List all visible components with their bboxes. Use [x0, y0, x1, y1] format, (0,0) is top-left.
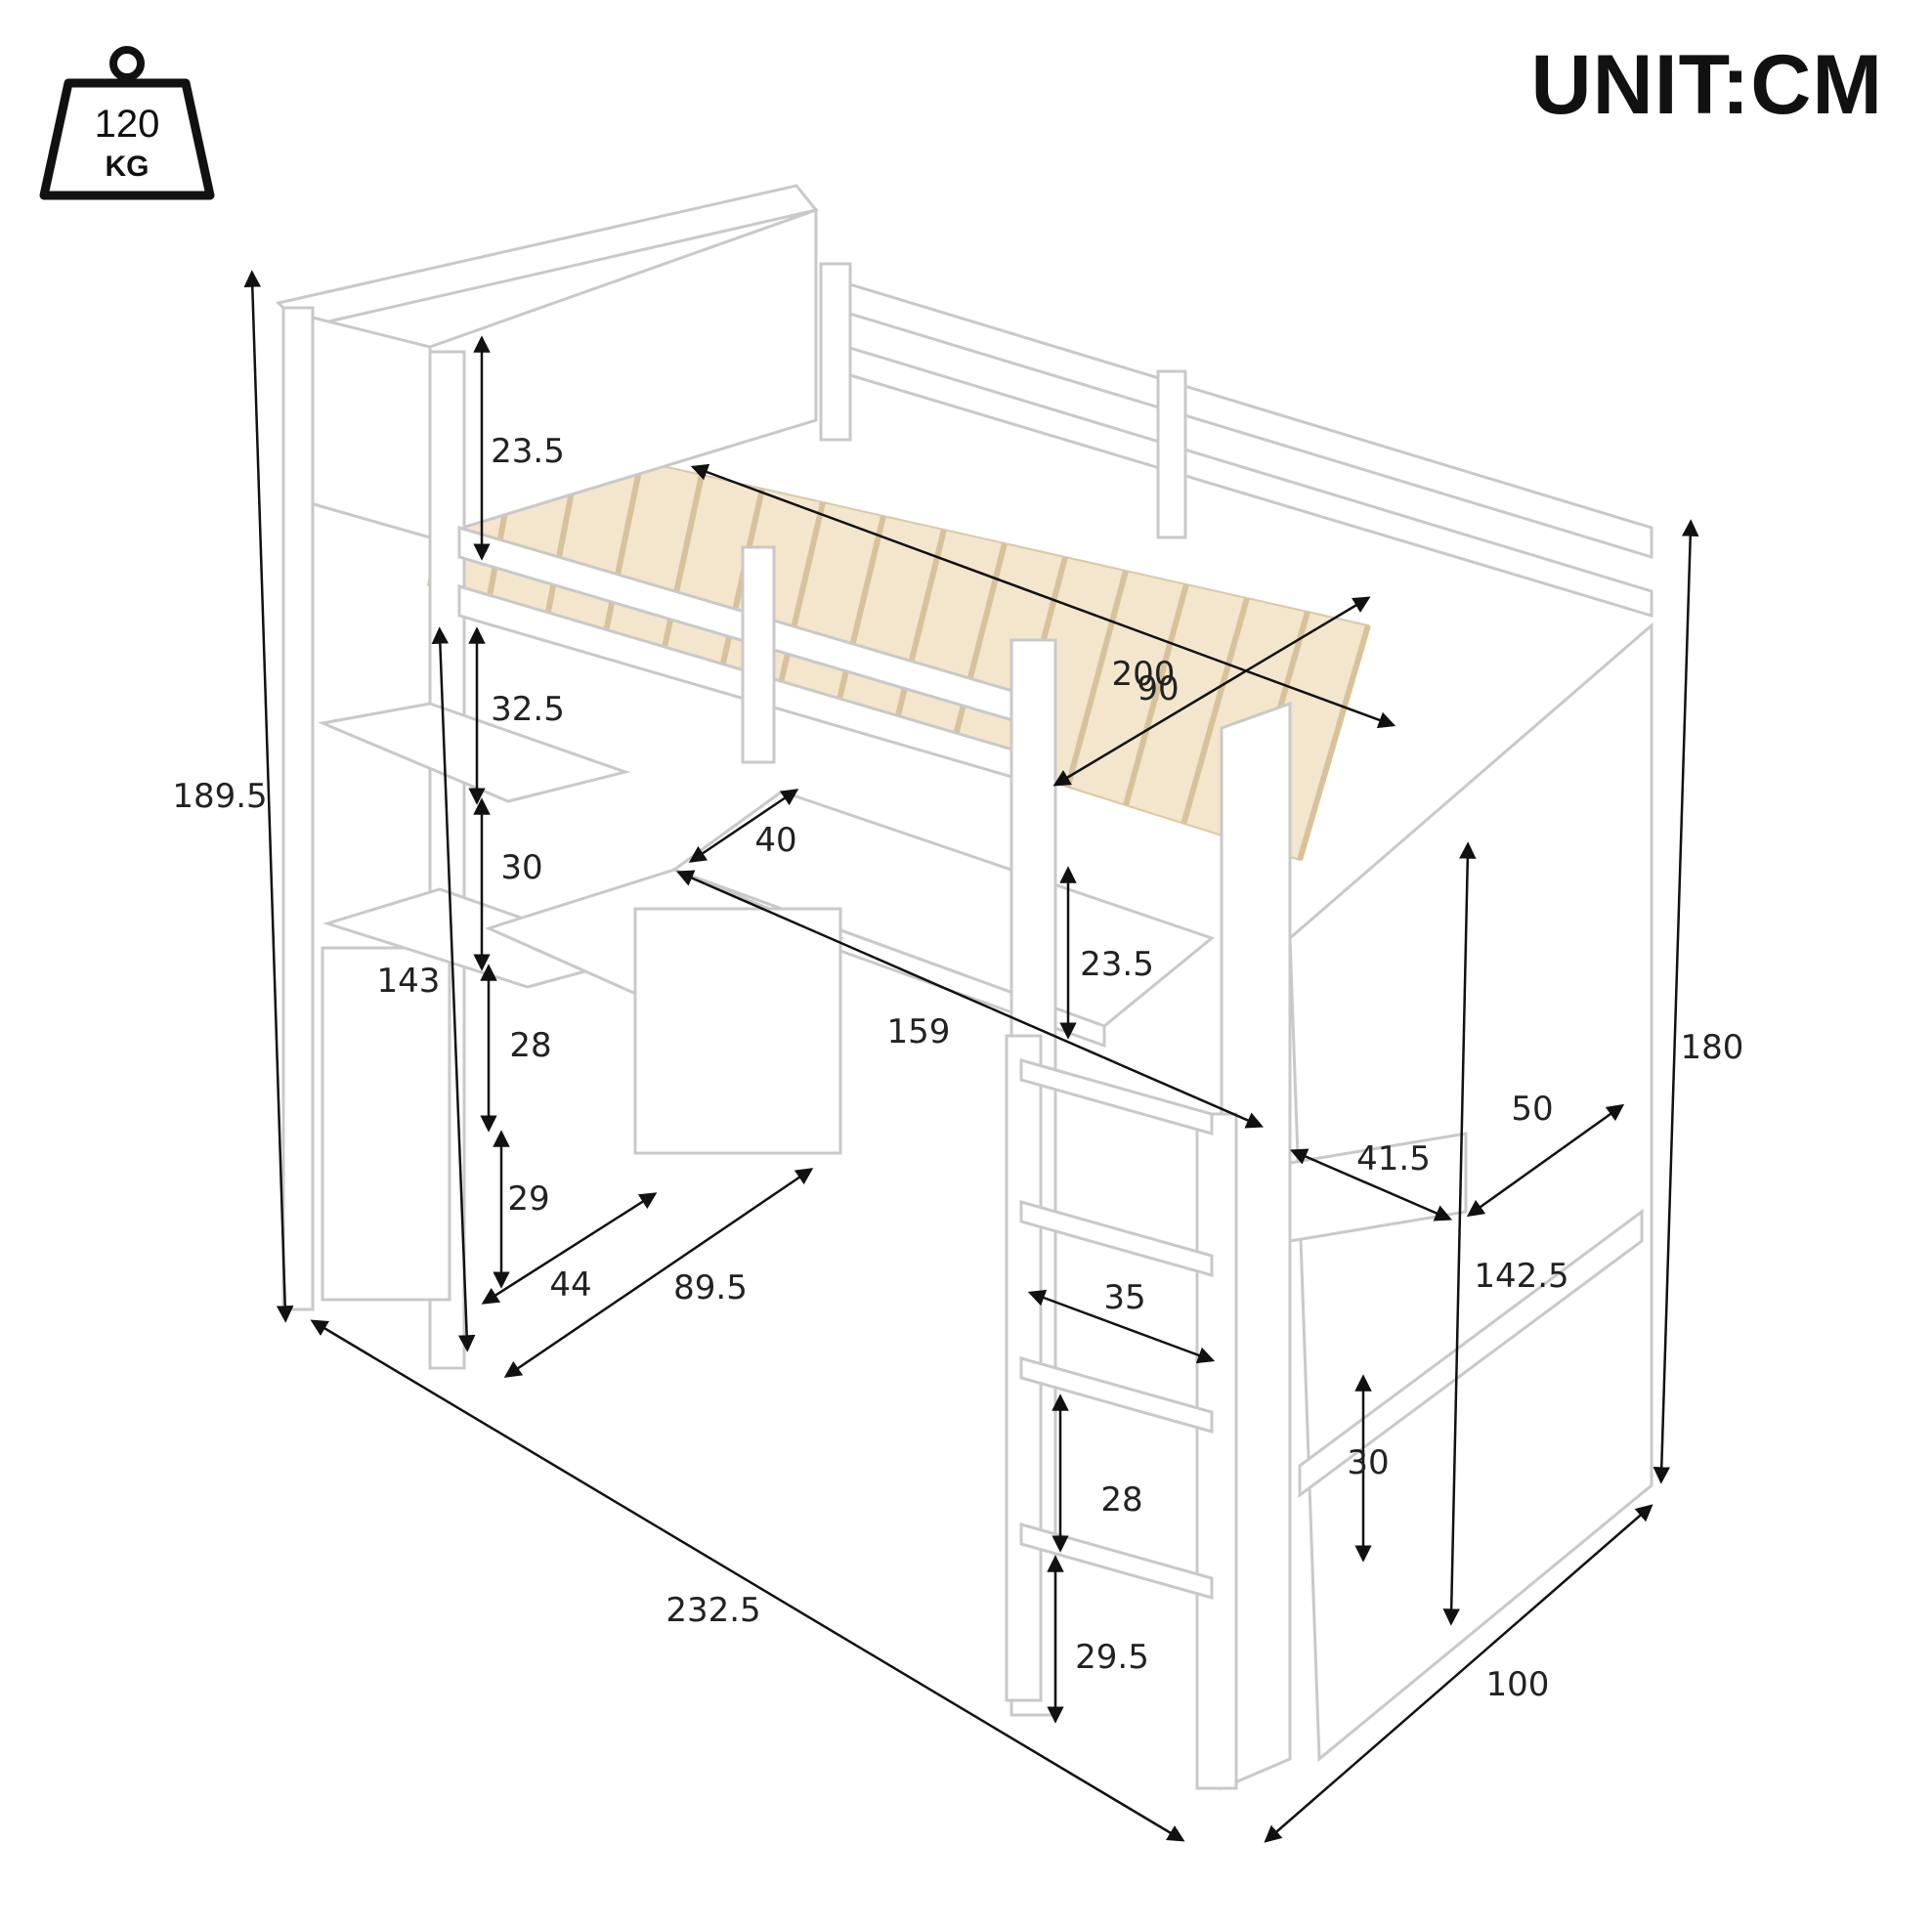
- bed-slat: [601, 460, 644, 642]
- dim-ladder-width: [1027, 1289, 1216, 1364]
- right-shelf-label: 30: [1347, 1443, 1390, 1482]
- height-left-label: 189.5: [172, 777, 268, 816]
- shelf-depth-label: 44: [549, 1265, 592, 1305]
- dimension-lines: [243, 270, 1699, 1843]
- dim-overall-length: [310, 1319, 1185, 1842]
- dim-shelf-width: [503, 1168, 814, 1378]
- shelf-2-label: 30: [500, 848, 543, 887]
- ladder-bottom-label: 29.5: [1075, 1638, 1149, 1677]
- shelf-4-label: 29: [507, 1179, 550, 1219]
- right-cabinet-width-label: 50: [1511, 1090, 1554, 1129]
- weight-capacity-badge: 120 KG: [29, 29, 225, 210]
- headboard-shelf-label: 23.5: [491, 432, 565, 471]
- height-right-label: 180: [1680, 1028, 1744, 1067]
- weight-value: 120: [95, 103, 160, 146]
- dim-desk-depth: [688, 789, 799, 863]
- dim-desk-length: [675, 870, 1265, 1129]
- right-cabinet-depth-label: 41.5: [1356, 1139, 1431, 1179]
- dim-right-cabinet-width: [1466, 1103, 1625, 1218]
- dim-shelf-left-tall: [431, 626, 476, 1352]
- mattress-width-label: 90: [1137, 669, 1180, 708]
- left-bookcase-tower: [276, 184, 819, 1370]
- desk-clearance-label: 23.5: [1080, 945, 1154, 984]
- shelf-left-tall-label: 143: [376, 962, 441, 1001]
- right-cabinet-height-label: 142.5: [1474, 1257, 1569, 1296]
- weight-icon: 120 KG: [39, 46, 215, 200]
- weight-unit: KG: [106, 150, 150, 183]
- overall-width-label: 100: [1485, 1665, 1550, 1704]
- overall-length-label: 232.5: [665, 1591, 761, 1630]
- dim-height-right: [1653, 519, 1699, 1484]
- unit-label: UNIT:CM: [1530, 38, 1883, 132]
- desk-length-label: 159: [886, 1012, 951, 1051]
- dim-right-cabinet-depth: [1289, 1148, 1453, 1222]
- dim-right-cabinet-height: [1442, 841, 1477, 1626]
- desk-depth-label: 40: [754, 821, 797, 860]
- right-storage-cabinet: [1220, 622, 1653, 1791]
- ladder-step-label: 28: [1100, 1480, 1143, 1520]
- shelf-3-label: 28: [509, 1026, 552, 1065]
- shelf-width-label: 89.5: [673, 1268, 748, 1307]
- mattress-length-label: 200: [1111, 655, 1176, 694]
- dim-height-left: [243, 270, 294, 1323]
- shelf-1-label: 32.5: [491, 690, 565, 729]
- ladder-width-label: 35: [1103, 1278, 1146, 1317]
- dim-overall-width: [1264, 1504, 1653, 1843]
- dim-mattress-width: [1052, 596, 1371, 787]
